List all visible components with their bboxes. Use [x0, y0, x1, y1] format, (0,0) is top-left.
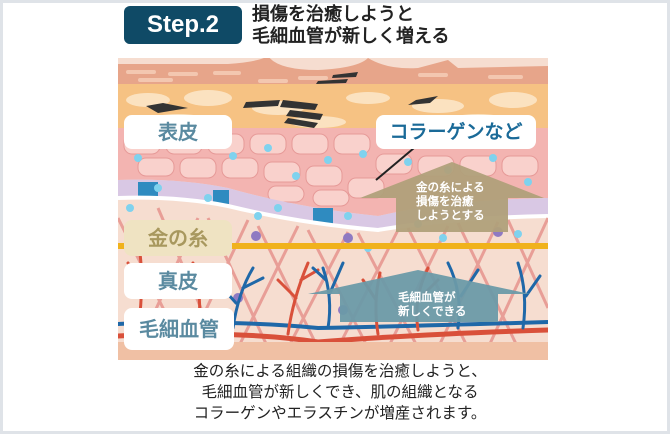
- heal-line-1: 金の糸による: [416, 180, 485, 194]
- label-gold-thread: 金の糸: [124, 220, 232, 256]
- vessel-arrow-text: 毛細血管が 新しくできる: [398, 290, 466, 318]
- vessel-line-1: 毛細血管が: [398, 290, 456, 304]
- heal-line-3: しようとする: [416, 208, 485, 222]
- title-line-2: 毛細血管が新しく増える: [252, 26, 450, 47]
- caption-line-1: 金の糸による組織の損傷を治癒しようと、: [193, 362, 487, 380]
- caption-line-2: 毛細血管が新しくでき、肌の組織となる: [201, 383, 479, 401]
- label-dermis: 真皮: [124, 263, 232, 299]
- heal-line-2: 損傷を治癒: [416, 194, 474, 208]
- label-epidermis: 表皮: [124, 115, 232, 149]
- skin-illustration: 表皮 コラーゲンなど 金の糸 真皮 毛細血管 金の糸による 損傷を治癒 しようと…: [118, 58, 548, 360]
- caption-line-3: コラーゲンやエラスチンが増産されます。: [193, 404, 487, 422]
- step-badge: Step.2: [124, 6, 242, 44]
- page-title: 損傷を治癒しようと 毛細血管が新しく増える: [252, 4, 449, 48]
- label-capillary: 毛細血管: [124, 308, 234, 350]
- label-collagen: コラーゲンなど: [376, 115, 536, 149]
- title-line-1: 損傷を治癒しようと: [252, 4, 414, 25]
- vessel-line-2: 新しくできる: [398, 304, 467, 318]
- heal-arrow-text: 金の糸による 損傷を治癒 しようとする: [416, 180, 485, 222]
- caption: 金の糸による組織の損傷を治癒しようと、 毛細血管が新しくでき、肌の組織となる コ…: [150, 361, 530, 424]
